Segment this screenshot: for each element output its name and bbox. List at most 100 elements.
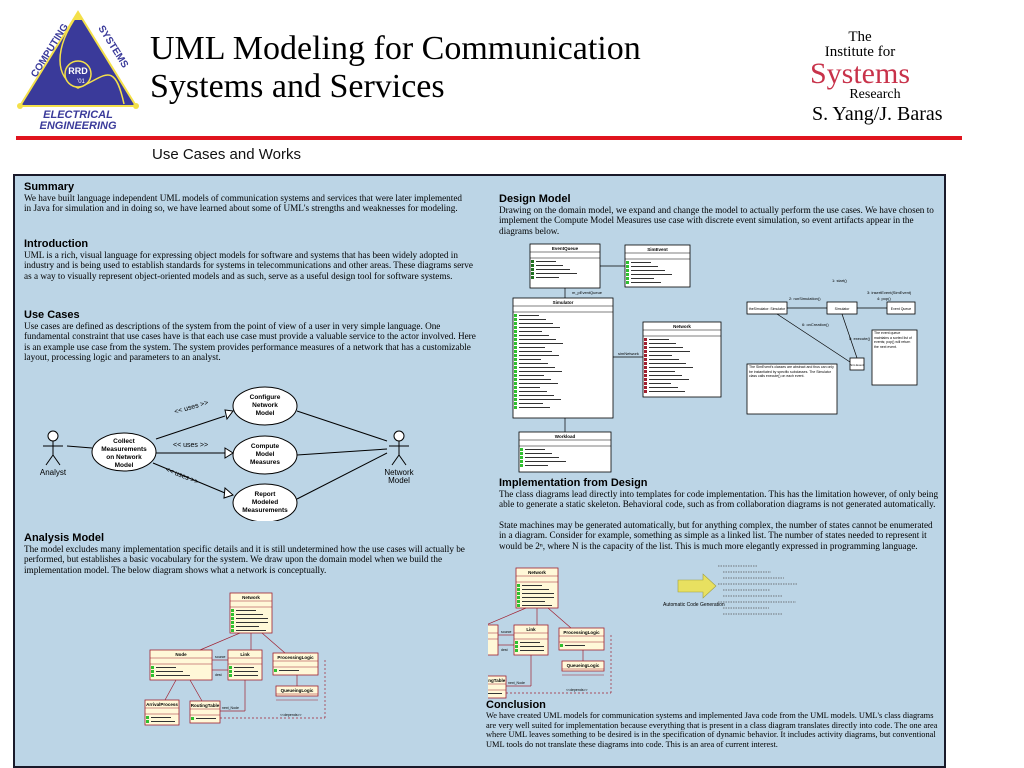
uc-configure-3: Model — [256, 410, 275, 417]
class-box-arrivalprocess — [144, 699, 180, 726]
codegen-label: Automatic Code Generation — [663, 602, 725, 608]
uc-collect-4: Model — [115, 462, 134, 469]
uc-compute-2: Model — [256, 451, 275, 458]
rel-uses-1: << uses >> — [174, 400, 210, 416]
label-source: source — [501, 630, 512, 634]
use-cases-body: Use cases are defined as descriptions of… — [24, 321, 476, 363]
rel-uses-3: << uses >> — [164, 466, 199, 486]
actor-network-model-1: Network — [384, 468, 414, 477]
poster-panel: Summary We have built language independe… — [13, 174, 946, 768]
label-source: source — [215, 655, 226, 659]
isr-institute: Institute for — [824, 44, 896, 60]
arrow-icon — [677, 573, 717, 599]
introduction-heading: Introduction — [24, 238, 89, 250]
actor-network-model-2: Model — [388, 476, 410, 485]
collab-obj-sim-event: Sim Event — [850, 363, 864, 367]
isr-research: Research — [849, 87, 901, 102]
collab-obj-event-queue: Event Queue — [891, 307, 911, 311]
conclusion-body: We have created UML models for communica… — [486, 711, 938, 749]
class-title-link: Link — [240, 652, 250, 657]
label-depends: <<depends>> — [566, 688, 588, 692]
class-title-eventqueue: EventQueue — [552, 246, 579, 251]
class-box-simulator — [512, 297, 614, 419]
logo-electrical: ELECTRICAL — [43, 109, 113, 121]
class-box-routingtable — [488, 675, 507, 699]
title-line-1: UML Modeling for Communication — [150, 30, 641, 67]
use-case-diagram: Analyst Network Model Collect Measuremen… — [40, 386, 415, 521]
label-depends: <<depends>> — [280, 713, 302, 717]
collab-msg-start: 1: start() — [832, 278, 848, 283]
code-generation-diagram: NetworkNodeLinkProcessingLogicQueueingLo… — [488, 565, 797, 699]
use-cases-heading: Use Cases — [24, 309, 80, 321]
header-divider — [16, 136, 962, 140]
class-title-routingtable: RoutingTable — [191, 703, 220, 708]
ece-logo: RRD '01 COMPUTING SYSTEMS ELECTRICAL ENG… — [17, 10, 139, 130]
uc-compute-1: Compute — [251, 443, 280, 450]
isr-logo: The Institute for Systems Research — [800, 30, 920, 102]
class-title-simulator: Simulator — [553, 300, 574, 305]
logo-rrd: RRD — [68, 66, 88, 76]
logo-triangle — [18, 10, 138, 107]
analysis-model-heading: Analysis Model — [24, 532, 105, 544]
class-title-arrivalprocess: ArrivalProcess — [146, 702, 178, 707]
collab-msg-oncreation: 6: onCreation() — [802, 322, 829, 327]
note-sim-event — [746, 363, 838, 415]
rel-uses-2: << uses >> — [173, 442, 208, 449]
design-model-heading: Design Model — [499, 193, 571, 205]
uc-report-2: Modeled — [252, 499, 278, 506]
class-box-processinglogic — [272, 652, 319, 676]
class-box-routingtable — [189, 700, 221, 724]
analysis-model-body: The model excludes many implementation s… — [24, 544, 465, 575]
collab-msg-execute: 5: execute() — [849, 336, 871, 341]
class-title-processinglogic: ProcessingLogic — [277, 655, 314, 660]
isr-the: The — [848, 29, 872, 45]
label-dest: dest — [501, 648, 508, 652]
class-title-queueinglogic: QueueingLogic — [567, 663, 600, 668]
collab-msg-insert: 3: insertEvent(SimEvent) — [867, 290, 912, 295]
design-model-body: Drawing on the domain model, we expand a… — [499, 205, 934, 236]
isr-systems: Systems — [809, 57, 911, 90]
uc-report-1: Report — [255, 491, 277, 498]
logo-engineering: ENGINEERING — [39, 120, 116, 130]
note-event-queue-text: The event queue maintains a sorted list … — [874, 331, 912, 349]
introduction-body: UML is a rich, visual language for expre… — [24, 250, 473, 281]
summary-heading: Summary — [24, 181, 75, 193]
class-title-network: Network — [528, 570, 546, 575]
summary-body: We have built language independent UML m… — [24, 193, 463, 214]
class-box-processinglogic — [558, 627, 605, 651]
collab-msg-pop: 4: pop() — [877, 296, 891, 301]
class-title-node: Node — [175, 652, 187, 657]
class-title-routingtable: RoutingTable — [488, 678, 506, 683]
analysis-group: NetworkNodeLinkProcessingLogicQueueingLo… — [488, 567, 612, 699]
uc-configure-2: Network — [252, 402, 278, 409]
label-next-node: next_Node — [222, 706, 239, 710]
page-subtitle: Use Cases and Works — [152, 146, 301, 163]
title-line-2: Systems and Services — [150, 68, 445, 105]
class-title-simevent: SimEvent — [647, 247, 668, 252]
uc-configure-1: Configure — [250, 394, 281, 401]
collab-obj-simulator-instance: theSimulator: Simulator — [749, 307, 786, 311]
note-event-queue — [871, 329, 918, 386]
class-title-workload: Workload — [555, 434, 576, 439]
implementation-body-1: The class diagrams lead directly into te… — [499, 489, 939, 510]
conclusion-heading: Conclusion — [486, 699, 546, 711]
label-dest: dest — [215, 673, 222, 677]
actor-analyst: Analyst — [40, 468, 67, 477]
implementation-body-2: State machines may be generated automati… — [499, 520, 933, 551]
label-sim-network: simNetwork — [618, 351, 639, 356]
implementation-heading: Implementation from Design — [499, 477, 648, 489]
label-next-node: next_Node — [508, 681, 525, 685]
page-title: UML Modeling for Communication Systems a… — [150, 30, 641, 106]
class-title-link: Link — [526, 627, 536, 632]
class-title-network: Network — [242, 595, 260, 600]
class-box-node — [488, 624, 499, 656]
uc-collect-1: Collect — [113, 438, 136, 445]
label-event-queue-ref: m_pEventQueue — [572, 290, 603, 295]
note-sim-event-text: The SimEvent's classes are abstract and … — [749, 365, 834, 378]
uc-compute-3: Measures — [250, 459, 280, 466]
uc-collect-3: on Network — [106, 454, 142, 461]
collab-msg-run: 2: runSimulation() — [789, 296, 821, 301]
